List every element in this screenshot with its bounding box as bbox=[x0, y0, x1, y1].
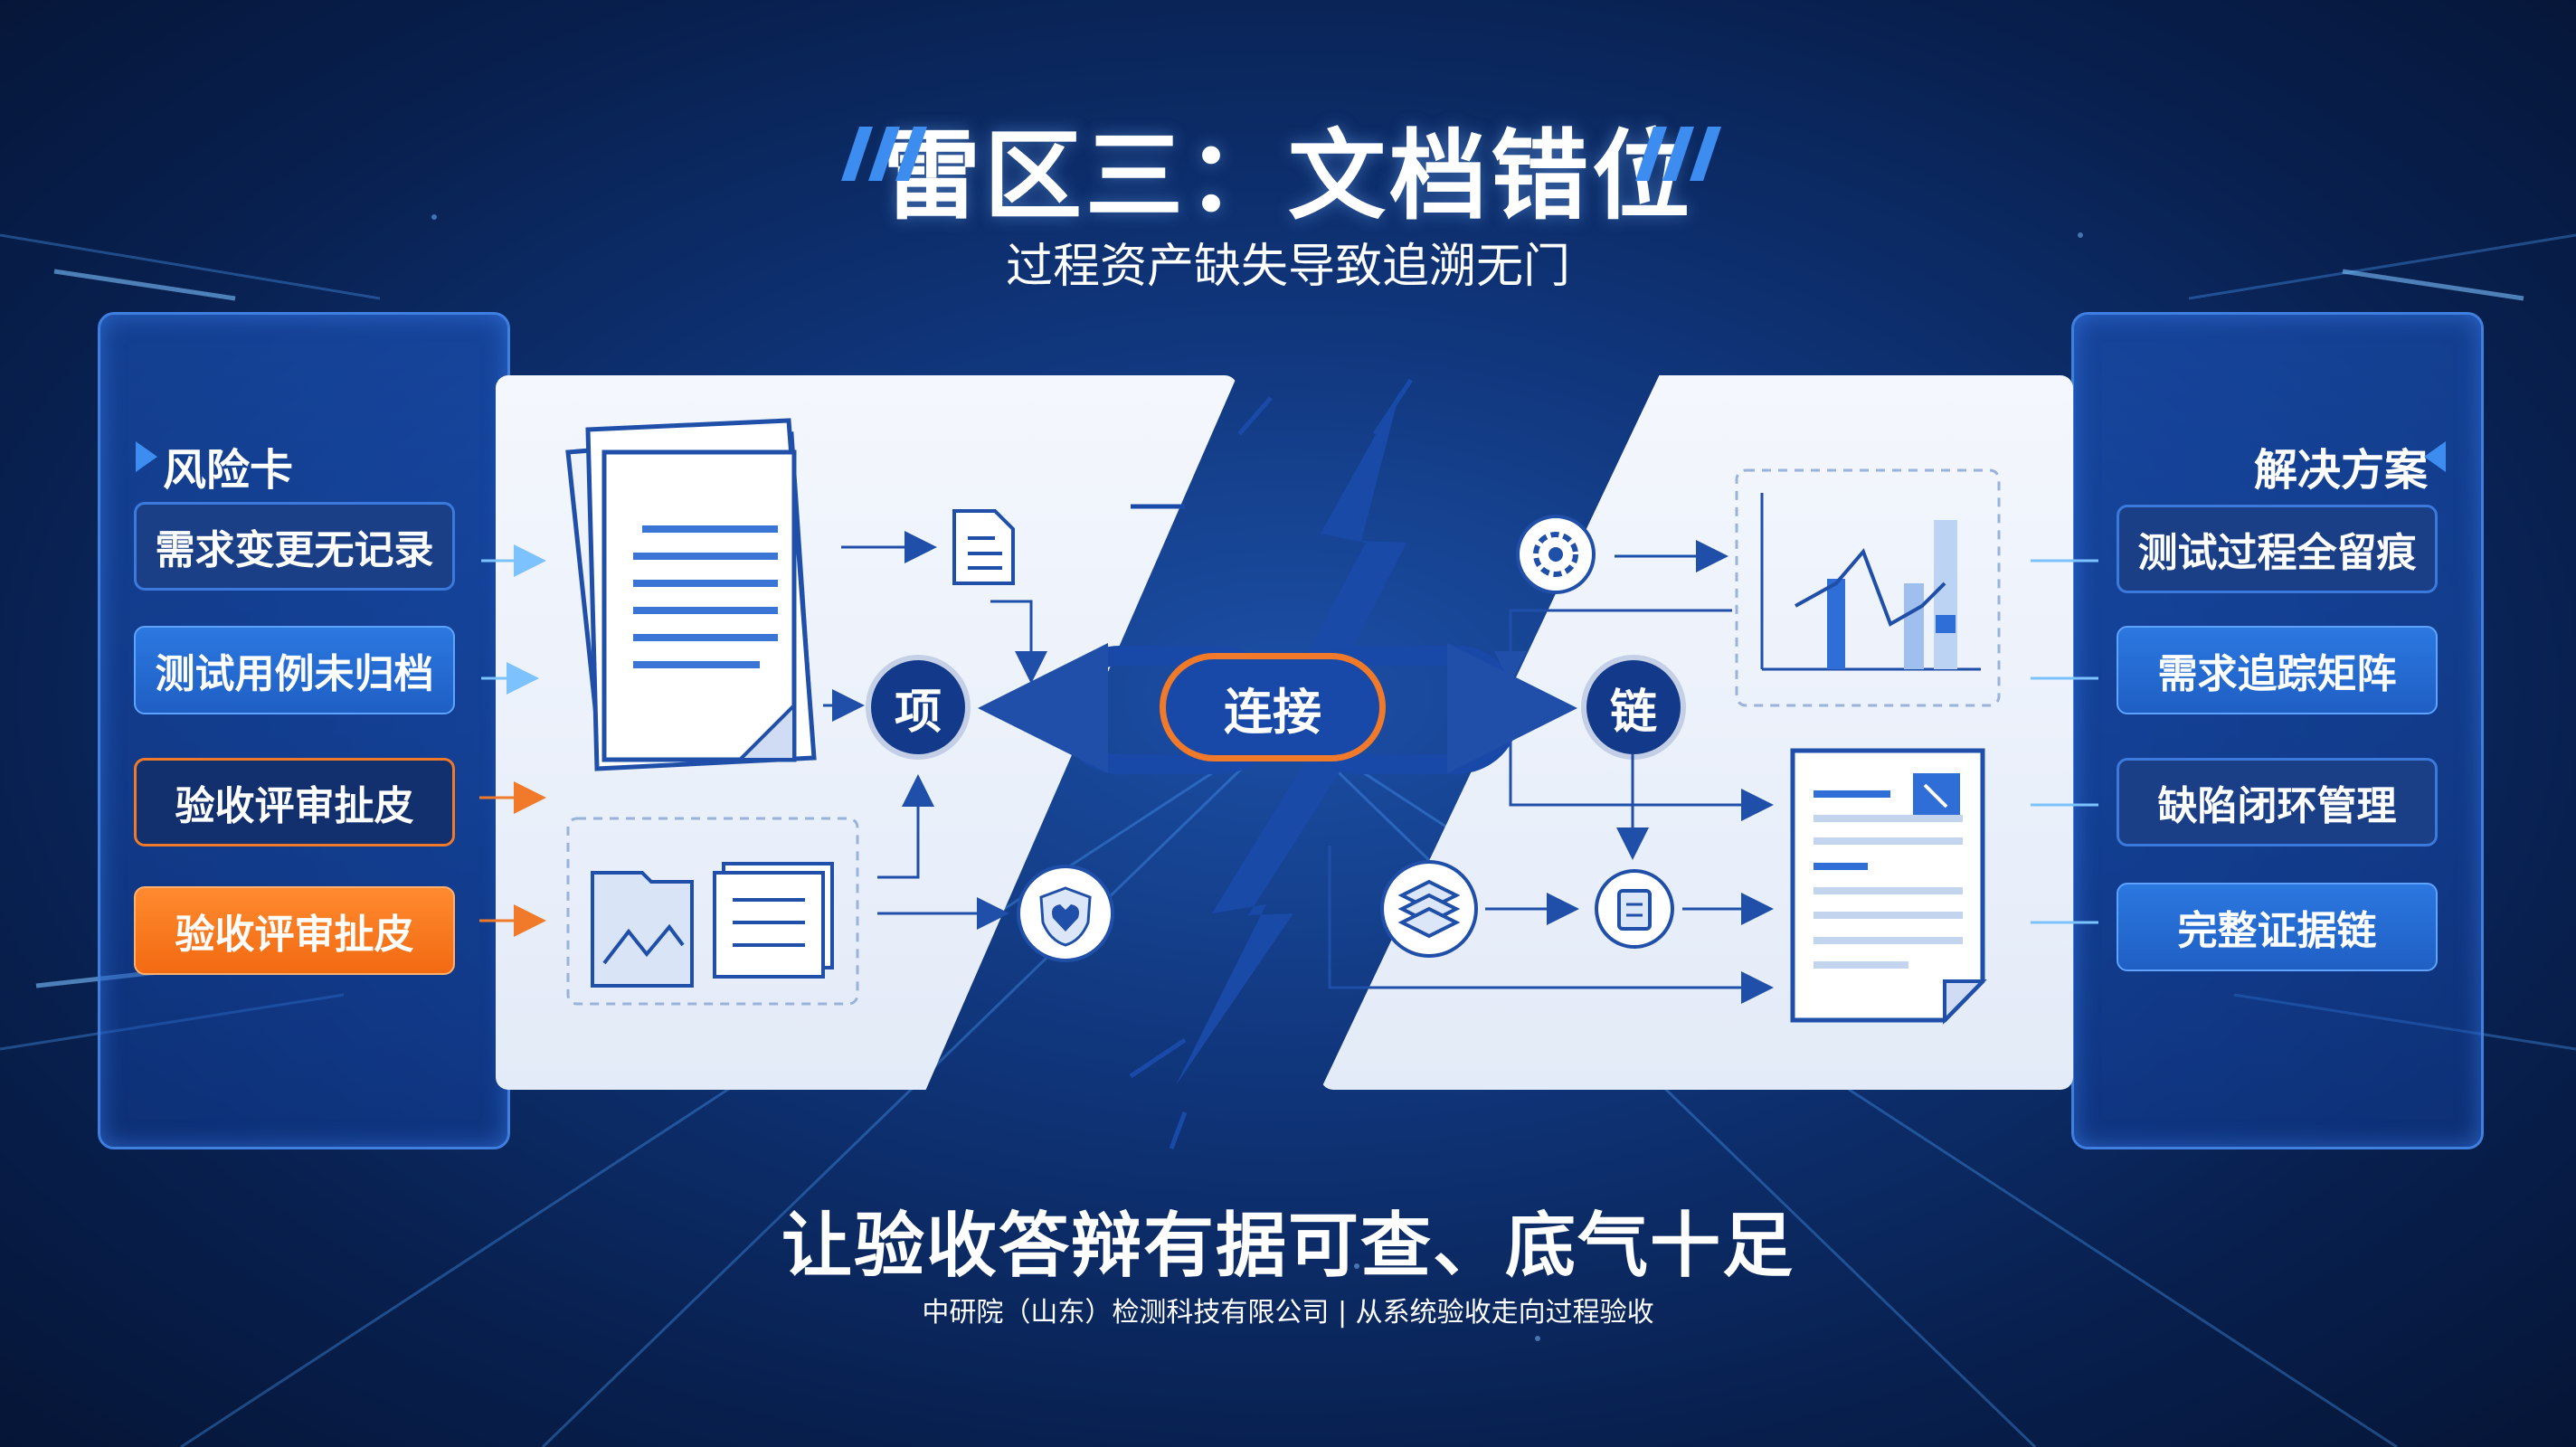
risk-card-acceptance-dispute[interactable]: 验收评审扯皮 bbox=[134, 758, 455, 846]
solution-card-process-trace[interactable]: 测试过程全留痕 bbox=[2117, 505, 2438, 593]
page-title: 雷区三：文档错位 bbox=[882, 120, 1693, 233]
solution-heading-marker-icon bbox=[2424, 441, 2446, 472]
risk-card-test-case-archive[interactable]: 测试用例未归档 bbox=[134, 626, 455, 714]
risk-card-acceptance-dispute-highlight[interactable]: 验收评审扯皮 bbox=[134, 886, 455, 975]
risk-panel bbox=[98, 312, 510, 1149]
slogan: 让验收答辩有据可查、底气十足 bbox=[781, 1206, 1795, 1287]
solution-card-evidence-chain[interactable]: 完整证据链 bbox=[2117, 883, 2438, 971]
node-item[interactable]: 项 bbox=[871, 660, 965, 754]
connect-pill[interactable]: 连接 bbox=[1160, 653, 1386, 761]
solution-panel-heading: 解决方案 bbox=[2254, 445, 2429, 496]
node-chain[interactable]: 链 bbox=[1586, 660, 1681, 754]
solution-panel bbox=[2071, 312, 2484, 1149]
page-subtitle: 过程资产缺失导致追溯无门 bbox=[1005, 240, 1570, 294]
solution-card-defect-loop[interactable]: 缺陷闭环管理 bbox=[2117, 758, 2438, 846]
title-stripes-left-icon bbox=[841, 127, 927, 181]
solution-card-trace-matrix[interactable]: 需求追踪矩阵 bbox=[2117, 626, 2438, 714]
risk-heading-marker-icon bbox=[136, 441, 157, 472]
title-stripes-right-icon bbox=[1635, 127, 1721, 181]
risk-card-requirement-change[interactable]: 需求变更无记录 bbox=[134, 502, 455, 591]
risk-panel-heading: 风险卡 bbox=[163, 445, 294, 496]
footer-text: 中研院（山东）检测科技有限公司 | 从系统验收走向过程验收 bbox=[922, 1297, 1654, 1329]
